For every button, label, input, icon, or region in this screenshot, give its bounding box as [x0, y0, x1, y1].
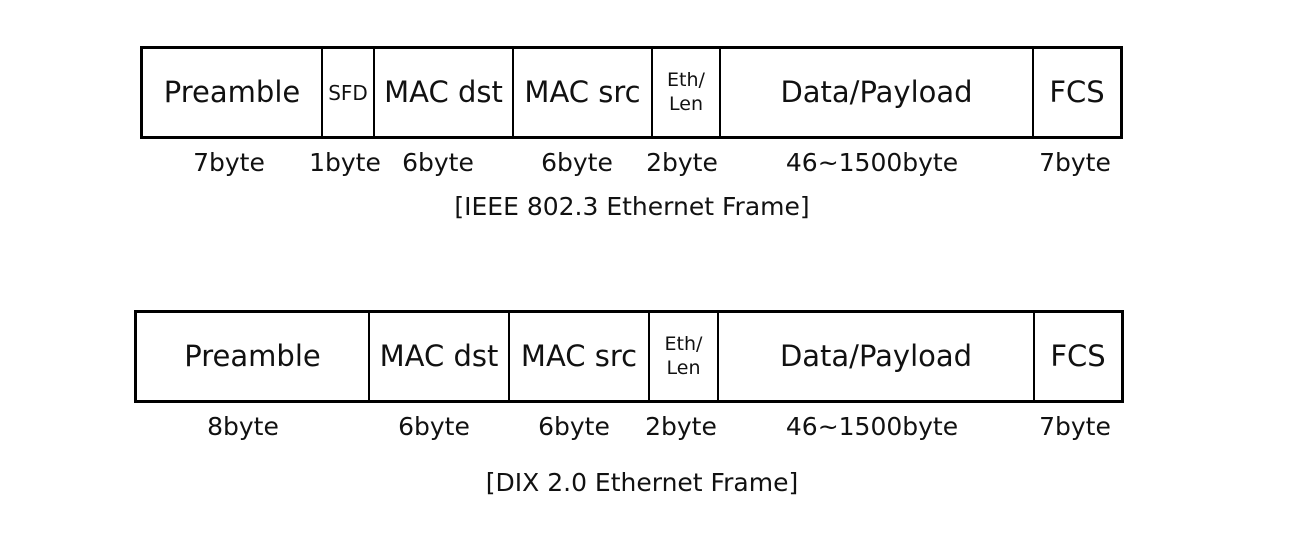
- ieee-field-eth-len-line1: Eth/: [667, 68, 705, 91]
- dix-frame-diagram: Preamble MAC dst MAC src Eth/ Len Data/P…: [0, 272, 1308, 544]
- ieee-size-mac-dst: 6byte: [402, 148, 474, 177]
- ieee-field-mac-dst: MAC dst: [375, 49, 514, 136]
- dix-size-preamble: 8byte: [207, 412, 279, 441]
- dix-size-mac-src: 6byte: [538, 412, 610, 441]
- ieee-field-data-payload: Data/Payload: [721, 49, 1034, 136]
- dix-field-eth-len-line2: Len: [666, 356, 701, 379]
- dix-frame-row: Preamble MAC dst MAC src Eth/ Len Data/P…: [134, 310, 1124, 403]
- ieee-size-data-payload: 46~1500byte: [785, 148, 959, 177]
- ieee-size-sfd: 1byte: [309, 148, 381, 177]
- ieee-field-sfd: SFD: [323, 49, 375, 136]
- dix-size-eth-len: 2byte: [645, 412, 717, 441]
- ieee-field-fcs: FCS: [1049, 75, 1105, 109]
- ieee-field-eth-len-line2: Len: [669, 92, 703, 115]
- dix-size-data-payload: 46~1500byte: [785, 412, 959, 441]
- ieee-size-fcs: 7byte: [1039, 148, 1111, 177]
- ieee-size-eth-len: 2byte: [646, 148, 718, 177]
- ieee-size-row: 7byte 1byte 6byte 6byte 2byte 46~1500byt…: [0, 146, 1308, 180]
- ieee-caption: [IEEE 802.3 Ethernet Frame]: [454, 192, 810, 221]
- dix-caption: [DIX 2.0 Ethernet Frame]: [485, 468, 799, 497]
- dix-size-fcs: 7byte: [1039, 412, 1111, 441]
- dix-field-mac-src: MAC src: [510, 313, 650, 400]
- dix-field-preamble: Preamble: [137, 313, 370, 400]
- dix-size-mac-dst: 6byte: [398, 412, 470, 441]
- dix-field-eth-len: Eth/ Len: [650, 313, 719, 400]
- dix-size-row: 8byte 6byte 6byte 2byte 46~1500byte 7byt…: [0, 410, 1308, 444]
- ieee-field-mac-src: MAC src: [514, 49, 653, 136]
- dix-field-eth-len-line1: Eth/: [664, 332, 703, 355]
- ieee-size-preamble: 7byte: [193, 148, 265, 177]
- ieee-size-mac-src: 6byte: [541, 148, 613, 177]
- ieee-field-preamble: Preamble: [143, 49, 323, 136]
- ieee-field-eth-len: Eth/ Len: [653, 49, 721, 136]
- ieee-frame-diagram: Preamble SFD MAC dst MAC src Eth/ Len Da…: [0, 46, 1308, 221]
- ieee-frame-row: Preamble SFD MAC dst MAC src Eth/ Len Da…: [140, 46, 1123, 139]
- dix-field-data-payload: Data/Payload: [719, 313, 1035, 400]
- dix-field-mac-dst: MAC dst: [370, 313, 510, 400]
- dix-field-fcs: FCS: [1050, 339, 1106, 373]
